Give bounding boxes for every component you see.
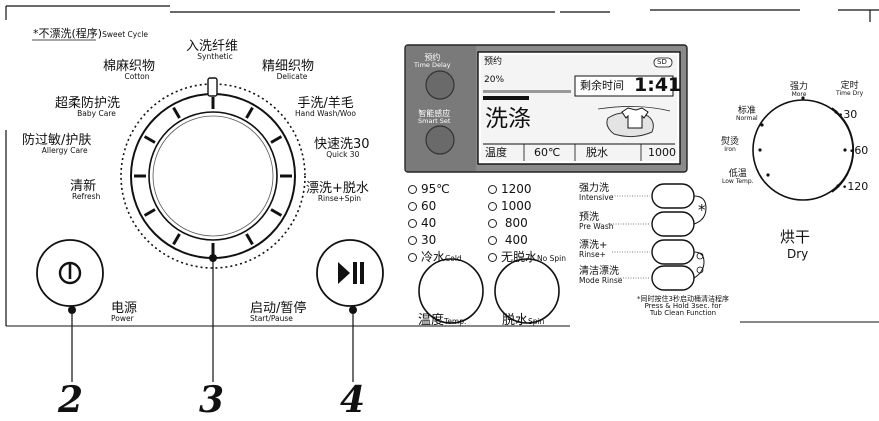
time-delay-button[interactable] [425,70,455,100]
power-button[interactable] [36,239,104,307]
temp-knob[interactable] [418,258,484,324]
dial-notch [245,233,254,246]
prewash-button[interactable] [651,211,695,237]
spin-knob-label: 脱水Spin [502,313,545,328]
mode-rinse-button[interactable] [651,265,695,291]
dry-title-cn: 烘干 [780,228,811,246]
lcd-spin-label: 脱水 [586,146,608,159]
program-dial[interactable] [120,77,306,269]
spin-option-800: 800 [488,217,528,229]
temp-option-95: 95℃ [408,183,450,195]
lcd-delay: 预约 [484,57,503,67]
dry-minutes-30: •30 [838,108,858,121]
lcd-badge: SD [657,58,667,66]
rinse-plus-button[interactable] [651,239,695,265]
temp-option-40: 40 [408,217,436,229]
dial-notch [143,135,156,144]
asterisk-mark: * [698,201,706,219]
dial-notch [270,135,283,144]
temp-knob-label: 温度Temp. [418,313,467,328]
spin-option-1200: 1200 [488,183,532,195]
callout-2: 2 [58,379,84,421]
callout-3: 3 [199,379,225,421]
dial-notch [172,106,181,119]
cycle-state: 洗涤 [485,106,531,132]
spin-option-none: 无脱水No Spin [488,251,566,263]
dial-notch [245,106,254,119]
display-panel [404,44,688,173]
option-buttons [608,183,707,291]
lcd-spin-value: 1000 [648,146,676,159]
temp-option-60: 60 [408,200,436,212]
dry-minutes-120: •120 [842,180,869,193]
callout-lines [68,254,357,382]
dry-dial[interactable] [752,96,855,201]
dial-notch [270,208,283,217]
dial-notch [143,208,156,217]
spin-knob[interactable] [494,258,560,324]
remaining-time: 1:41 [634,74,682,96]
option-rinse-label: 漂洗+Rinse+ [579,240,608,259]
dial-notch [172,233,181,246]
smart-set-button[interactable] [425,125,455,155]
dry-minutes-60: •60 [849,144,869,157]
lcd-percent: 20% [484,75,505,85]
spin-option-1000: 1000 [488,200,532,212]
dial-notches [134,97,292,255]
remaining-label: 剩余时间 [580,79,624,92]
callout-4: 4 [340,379,366,421]
intensive-button[interactable] [651,183,695,209]
lcd-temp-value: 60℃ [534,146,561,159]
lcd-temp-label: 温度 [485,146,507,159]
start-pause-button[interactable] [316,239,384,307]
dry-title-en: Dry [787,247,809,261]
temp-option-30: 30 [408,234,436,246]
spin-option-400: 400 [488,234,528,246]
temp-option-cold: 冷水Cold [408,251,462,263]
sweet-cycle-label: *不漂洗(程序)Sweet Cycle [33,27,149,40]
